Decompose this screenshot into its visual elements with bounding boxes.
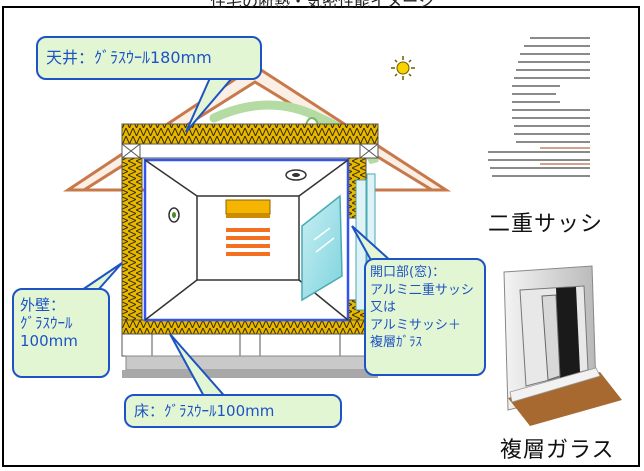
heater-icon	[226, 228, 270, 256]
opening-callout-line-3: 又は	[370, 300, 397, 316]
opening-callout: 開口部(窓)： アルミ二重サッシ 又は アルミサッシ＋ 複層ｶﾞﾗｽ	[364, 258, 486, 376]
wall-callout: 外壁： ｸﾞﾗｽｳｰﾙ 100mm	[12, 288, 110, 378]
wall-callout-line-1: 外壁：	[20, 296, 66, 314]
double-glazing-caption: 複層ガラス	[500, 438, 615, 463]
floor-insulation	[121, 319, 379, 378]
floor-callout: 床：ｸﾞﾗｽｳｰﾙ100mm	[124, 394, 342, 428]
wall-callout-line-3: 100mm	[20, 332, 78, 350]
page-title: 住宅の断熱・気密性能イメージ	[0, 0, 644, 8]
ceiling-callout: 天井：ｸﾞﾗｽｳｰﾙ180mm	[36, 36, 262, 80]
floor-callout-text: 床：ｸﾞﾗｽｳｰﾙ100mm	[134, 402, 275, 420]
double-glazing-photo	[496, 262, 630, 428]
opening-callout-line-4: アルミサッシ＋	[370, 317, 461, 333]
opening-callout-line-1: 開口部(窓)：	[370, 265, 446, 280]
double-sash-photo	[470, 14, 622, 202]
double-sash-caption: 二重サッシ	[488, 212, 604, 237]
ceiling-callout-text: 天井：ｸﾞﾗｽｳｰﾙ180mm	[46, 48, 212, 67]
sun-icon	[391, 56, 415, 80]
wall-outlet-icon	[168, 207, 180, 223]
opening-callout-line-2: アルミ二重サッシ	[370, 282, 474, 298]
ceiling-light-icon	[285, 169, 307, 181]
air-conditioner-icon	[225, 199, 271, 218]
opening-callout-line-5: 複層ｶﾞﾗｽ	[370, 335, 423, 351]
left-wall-insulation	[121, 157, 143, 329]
wall-callout-line-2: ｸﾞﾗｽｳｰﾙ	[20, 314, 73, 332]
ceiling-insulation	[121, 123, 379, 159]
